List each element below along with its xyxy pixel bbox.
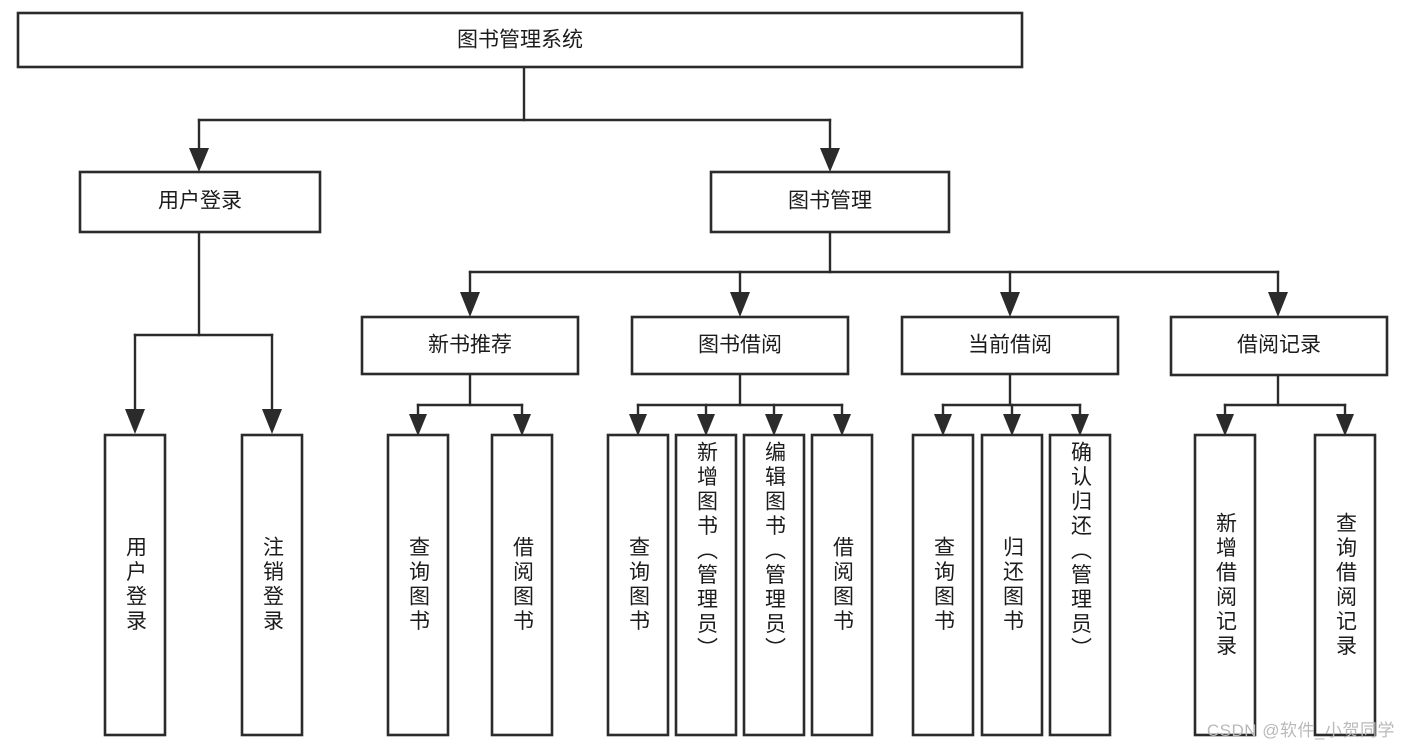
node-leaf-confirm-return-admin[interactable] (1048, 433, 1112, 737)
node-leaf-query-book-a[interactable] (386, 433, 450, 737)
arrow-to-borrow-record (1268, 292, 1288, 317)
node-layer: 图书管理系统 用户登录 图书管理 新书推荐 图书借阅 当前借阅 借阅记录 (16, 11, 1389, 737)
arrow-record-leaf1 (1216, 414, 1234, 436)
node-leaf-query-book-c[interactable] (911, 433, 975, 737)
node-new-book-recommend[interactable] (360, 315, 580, 376)
arrow-current-leaf2 (1003, 414, 1021, 436)
node-user-login-label: 用户登录 (158, 190, 242, 213)
arrow-newbook-leaf1 (409, 414, 427, 436)
node-leaf-logout[interactable] (240, 433, 304, 737)
node-borrow-record-label: 借阅记录 (1237, 334, 1321, 357)
node-root-label: 图书管理系统 (457, 29, 583, 52)
node-leaf-add-borrow-record[interactable] (1193, 433, 1257, 737)
node-current-borrow[interactable] (900, 315, 1120, 376)
arrow-borrow-leaf3 (765, 414, 783, 436)
node-borrow-record[interactable] (1169, 315, 1389, 377)
node-book-borrow-label: 图书借阅 (698, 334, 782, 357)
node-user-login[interactable] (78, 170, 322, 234)
arrow-record-leaf2 (1336, 414, 1354, 436)
arrow-to-book-manage (820, 148, 840, 172)
node-leaf-edit-book-admin[interactable] (742, 433, 806, 737)
node-leaf-add-book-admin[interactable] (674, 433, 738, 737)
node-leaf-query-book-b[interactable] (606, 433, 670, 737)
arrow-newbook-leaf2 (513, 414, 531, 436)
node-book-borrow[interactable] (630, 315, 850, 376)
arrow-borrow-leaf4 (833, 414, 851, 436)
node-book-management-label: 图书管理 (788, 190, 872, 213)
arrowhead-layer (125, 148, 1354, 436)
arrow-borrow-leaf1 (629, 414, 647, 436)
arrow-to-leaf-user-login (125, 409, 145, 434)
watermark-text: CSDN @软件_小贺同学 (1206, 721, 1395, 740)
arrow-to-current-borrow (1000, 292, 1020, 317)
node-leaf-borrow-book-b[interactable] (810, 433, 874, 737)
node-leaf-borrow-book-a[interactable] (490, 433, 554, 737)
arrow-current-leaf1 (934, 414, 952, 436)
arrow-borrow-leaf2 (697, 414, 715, 436)
node-root-book-management-system[interactable] (16, 11, 1024, 69)
arrow-to-leaf-logout (262, 409, 282, 434)
arrow-current-leaf3 (1071, 414, 1089, 436)
arrow-to-new-book (460, 292, 480, 317)
arrow-to-user-login (189, 148, 209, 172)
node-book-management[interactable] (709, 170, 951, 234)
node-new-book-recommend-label: 新书推荐 (428, 334, 512, 357)
arrow-to-book-borrow (730, 292, 750, 317)
node-leaf-return-book[interactable] (980, 433, 1044, 737)
node-leaf-user-login[interactable] (103, 433, 167, 737)
node-leaf-query-borrow-record[interactable] (1313, 433, 1377, 737)
node-current-borrow-label: 当前借阅 (968, 334, 1052, 357)
